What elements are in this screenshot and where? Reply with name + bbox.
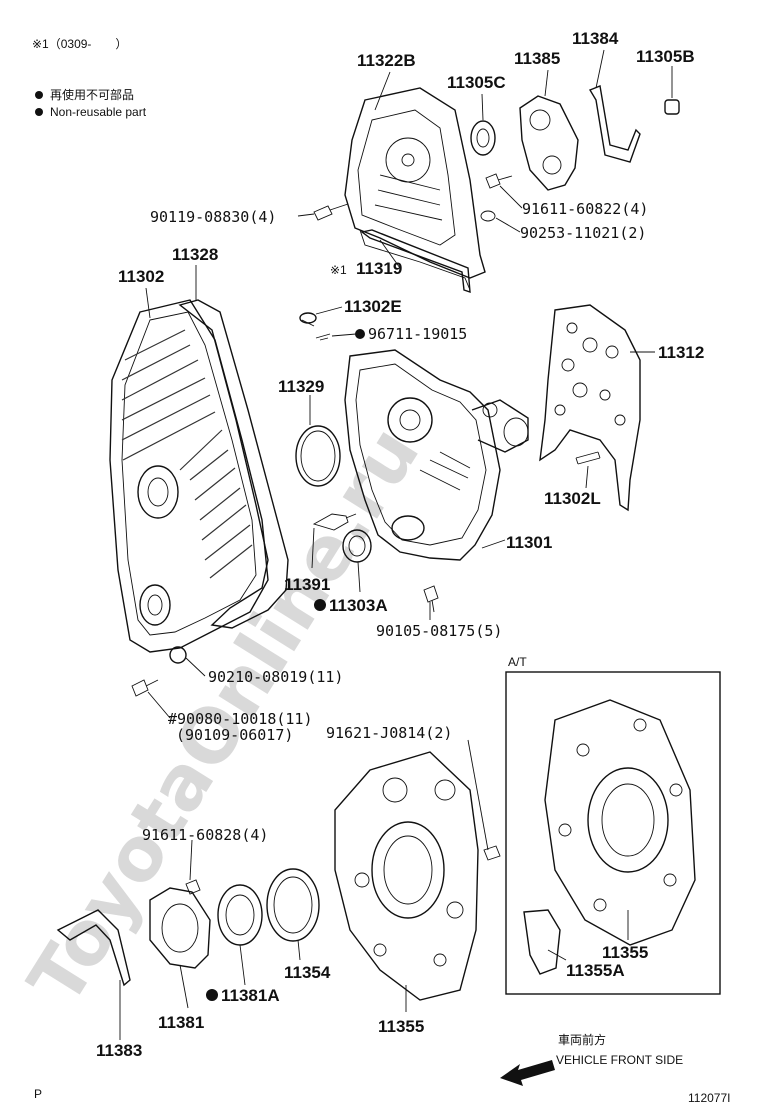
part-11305b-drawing <box>664 99 680 115</box>
part-11322b-drawing <box>344 87 486 291</box>
label-91611-lower: 91611-60828(4) <box>142 826 268 844</box>
direction-label-en: VEHICLE FRONT SIDE <box>556 1053 683 1067</box>
direction-label-jp: 車両前方 <box>558 1032 606 1047</box>
part-11301-drawing <box>344 349 529 561</box>
non-reusable-bullet-icon <box>35 91 43 99</box>
label-11302: 11302 <box>118 267 164 286</box>
part-11384-drawing <box>588 85 641 163</box>
label-11391: 11391 <box>284 575 330 594</box>
bolt-91621-icon <box>483 845 501 861</box>
bolt-91611-lower-icon <box>185 879 201 895</box>
label-90105: 90105-08175(5) <box>376 622 502 640</box>
bolt-90119-icon <box>313 203 349 221</box>
part-11391-drawing <box>312 513 357 531</box>
label-90210: 90210-08019(11) <box>208 668 343 686</box>
part-11355-drawing <box>334 751 479 1001</box>
label-11305c: 11305C <box>447 73 506 92</box>
part-11305c-drawing <box>470 120 496 156</box>
part-11354-drawing <box>266 868 320 942</box>
legend-jp: 再使用不可部品 <box>50 87 134 102</box>
bolt-90080-icon <box>131 679 159 697</box>
label-11355a: 11355A <box>566 961 625 980</box>
label-11381: 11381 <box>158 1013 204 1032</box>
part-11329-drawing <box>295 425 341 487</box>
label-11302l: 11302L <box>544 489 601 508</box>
label-11302e: 11302E <box>344 297 402 316</box>
part-11302l-drawing <box>575 451 601 465</box>
label-96711: 96711-19015 <box>368 325 467 343</box>
part-11312-drawing <box>539 304 641 512</box>
label-11322b: 11322B <box>357 51 416 70</box>
nut-90210-icon <box>169 646 187 664</box>
footnote-mark: ※1（0309- ） <box>32 37 127 51</box>
part-11381-drawing <box>149 887 211 969</box>
part-96711-drawing <box>315 333 331 341</box>
label-11305b: 11305B <box>636 47 695 66</box>
part-11355a-drawing <box>523 909 561 975</box>
part-11303a-drawing <box>342 529 372 563</box>
non-reusable-bullet-icon <box>355 329 365 339</box>
corner-mark: P <box>34 1087 42 1101</box>
part-11302e-drawing <box>299 312 317 327</box>
label-11312: 11312 <box>658 343 704 362</box>
label-91611-upper: 91611-60822(4) <box>522 200 648 218</box>
part-11355-at-drawing <box>544 699 696 946</box>
part-11319-drawing <box>360 229 471 293</box>
figure-code: 112077I <box>688 1091 731 1105</box>
non-reusable-bullet-icon <box>35 108 43 116</box>
label-11354: 11354 <box>284 963 331 982</box>
non-reusable-bullet-icon <box>206 989 218 1001</box>
label-11301: 11301 <box>506 533 552 552</box>
label-90253: 90253-11021(2) <box>520 224 646 242</box>
label-11328: 11328 <box>172 245 218 264</box>
dowel-90253-icon <box>480 210 496 222</box>
part-11328-drawing <box>178 299 289 629</box>
label-90119: 90119-08830(4) <box>150 208 276 226</box>
label-11384: 11384 <box>572 29 619 48</box>
label-90080: #90080-10018(11) <box>168 710 313 728</box>
label-11381a: 11381A <box>221 986 280 1005</box>
vehicle-front-arrow-icon <box>500 1060 555 1086</box>
non-reusable-bullet-icon <box>314 599 326 611</box>
bolt-91611-icon <box>485 173 513 189</box>
inset-title: A/T <box>508 655 527 669</box>
leader-lines <box>119 49 673 1040</box>
label-11319: 11319 <box>356 259 402 278</box>
label-91621: 91621-J0814(2) <box>326 724 452 742</box>
at-inset-box <box>505 671 721 995</box>
bolt-90105-icon <box>423 585 439 613</box>
label-11385: 11385 <box>514 49 560 68</box>
legend-en: Non-reusable part <box>50 105 147 119</box>
label-11355: 11355 <box>378 1017 424 1036</box>
label-11329: 11329 <box>278 377 324 396</box>
label-11355-at: 11355 <box>602 943 648 962</box>
label-11383: 11383 <box>96 1041 142 1060</box>
label-11303a: 11303A <box>329 596 388 615</box>
part-11385-drawing <box>519 95 579 191</box>
part-11383-drawing <box>56 909 131 987</box>
label-11319-mark: ※1 <box>330 263 347 277</box>
label-90109: (90109-06017) <box>176 726 293 744</box>
part-11381a-drawing <box>217 884 263 946</box>
